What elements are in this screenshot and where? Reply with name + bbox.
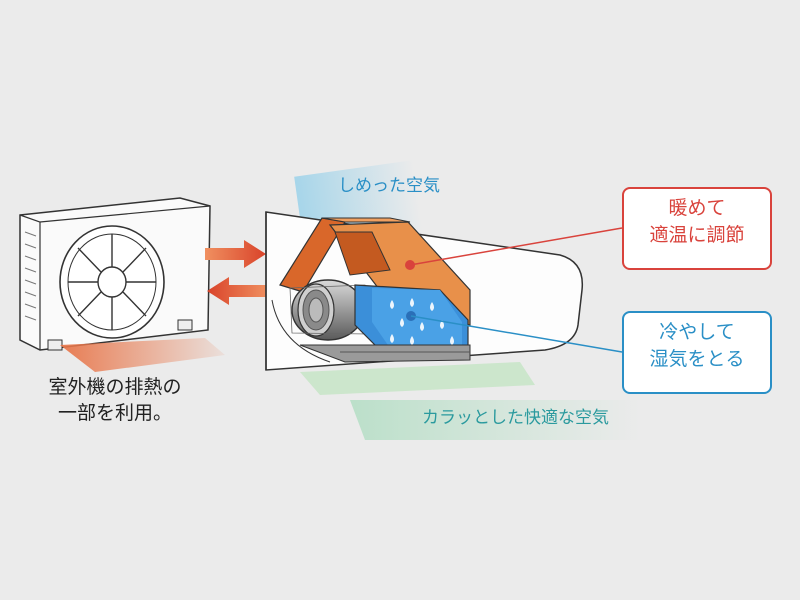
indoor-unit xyxy=(265,211,584,371)
outdoor-caption-line1: 室外機の排熱の xyxy=(48,376,182,398)
humid-air-label: しめった空気 xyxy=(338,176,440,196)
dry-air-flow xyxy=(300,362,535,395)
fan-icon xyxy=(59,225,165,339)
cool-leader-line xyxy=(410,315,623,353)
heat-leader-line xyxy=(409,227,623,266)
water-droplets xyxy=(390,298,454,345)
dry-air-label: カラッとした快適な空気 xyxy=(422,408,609,428)
arrow-right-icon xyxy=(205,240,266,268)
drum-fan xyxy=(289,279,369,341)
arrow-left-icon xyxy=(207,277,268,305)
cool-callout-line2: 湿気をとる xyxy=(649,348,745,370)
outdoor-unit xyxy=(19,197,211,351)
outdoor-caption-line2: 一部を利用。 xyxy=(57,402,172,424)
cooling-block xyxy=(354,284,469,351)
heat-callout-line1: 暖めて xyxy=(668,197,726,219)
cool-callout-line1: 冷やして xyxy=(659,321,735,343)
heat-callout: 暖めて 適温に調節 xyxy=(622,187,772,270)
outdoor-unit-caption: 室外機の排熱の 一部を利用。 xyxy=(40,374,190,426)
dry-air-flow-tail xyxy=(350,400,640,440)
heat-transfer-arrows xyxy=(205,240,268,305)
exhaust-air-flow xyxy=(60,338,225,372)
cool-callout: 冷やして 湿気をとる xyxy=(622,311,772,394)
heat-callout-line2: 適温に調節 xyxy=(649,224,745,246)
